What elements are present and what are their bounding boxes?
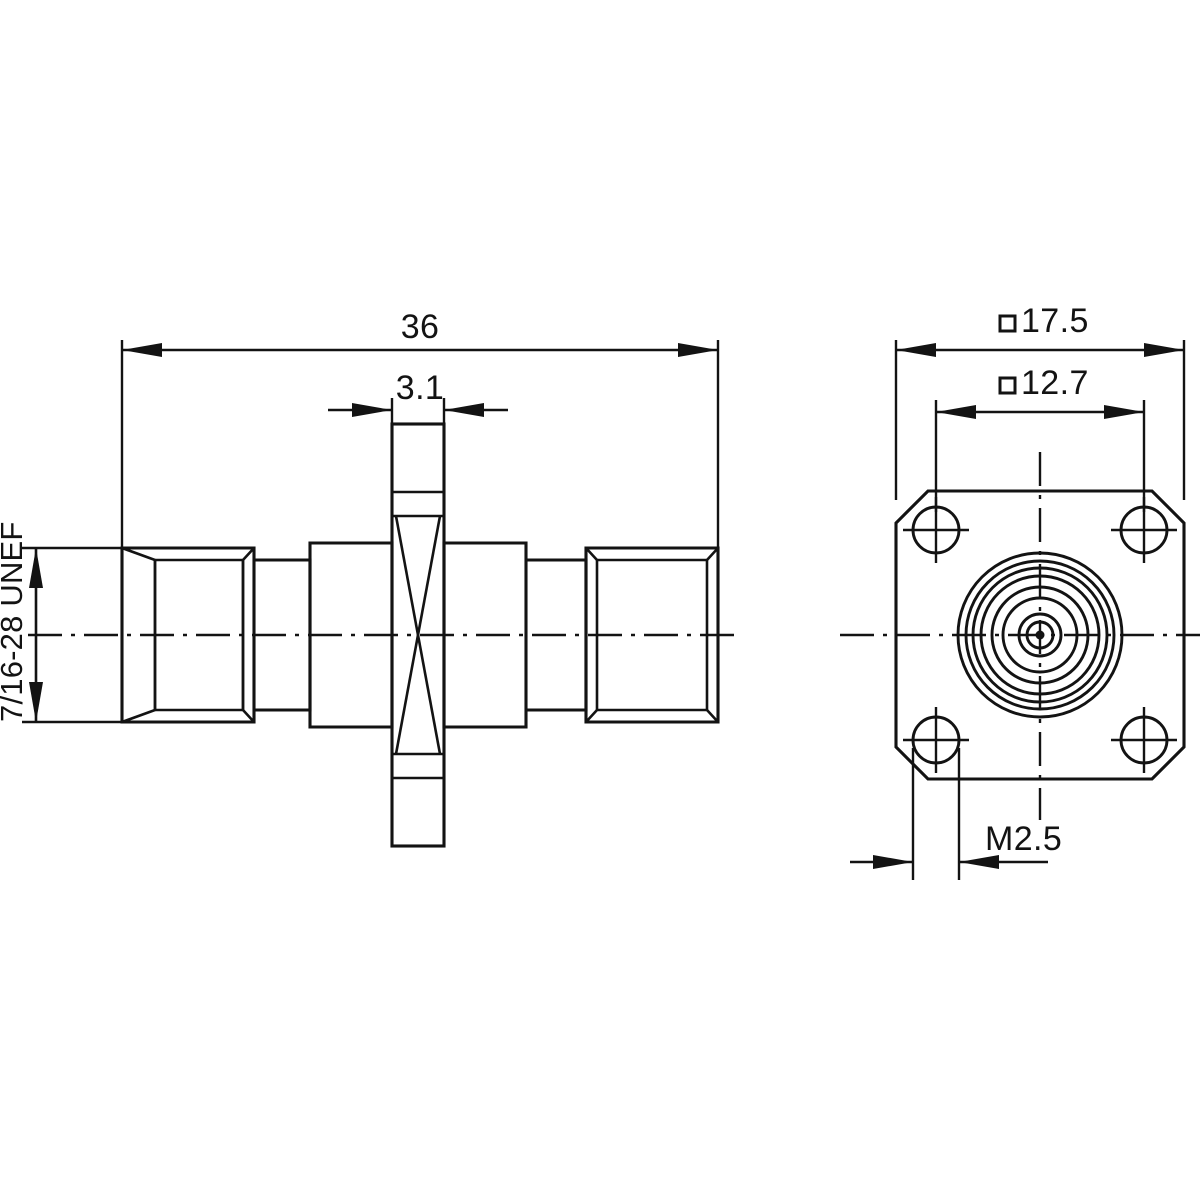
arrow-head-inner-right <box>444 403 484 417</box>
arrow-head-inner-right <box>959 855 999 869</box>
dimension-overall-length: 36 <box>120 308 720 548</box>
arrow-head-right <box>1144 343 1184 357</box>
mounting-hole-bottom-right <box>1111 707 1177 773</box>
arrow-head-bottom <box>29 682 43 722</box>
dimension-flange-thickness-label: 3.1 <box>396 369 444 407</box>
center-flange-plate <box>390 422 446 848</box>
square-symbol-flange-width <box>998 314 1017 333</box>
right-body-section <box>442 541 528 729</box>
flange-outline <box>894 489 1186 781</box>
side-elevation-view: 36 3.1 7/16-28 UNEF <box>0 308 740 848</box>
dimension-hole-spacing-label: 12.7 <box>1021 364 1089 402</box>
dimension-hole-spacing: 12.7 <box>934 364 1146 512</box>
arrow-head-inner-left <box>873 855 913 869</box>
flange-front-view: 17.5 12.7 M2.5 <box>840 302 1200 880</box>
center-pin-dot <box>1035 630 1045 640</box>
arrow-head-left <box>896 343 936 357</box>
dimension-mounting-thread: M2.5 <box>850 748 1062 880</box>
square-symbol-hole-spacing <box>998 376 1017 395</box>
dimension-flange-thickness: 3.1 <box>328 369 508 470</box>
right-threaded-section <box>584 546 720 724</box>
arrow-head-right <box>1104 405 1144 419</box>
dimension-flange-width: 17.5 <box>894 302 1186 500</box>
dimension-overall-length-label: 36 <box>401 308 440 346</box>
dimension-mounting-thread-label: M2.5 <box>985 820 1062 858</box>
left-threaded-section <box>120 546 256 724</box>
coaxial-connector-rings <box>956 551 1124 719</box>
dimension-thread-spec: 7/16-28 UNEF <box>0 521 122 724</box>
arrow-head-right <box>678 343 718 357</box>
dimension-thread-spec-label: 7/16-28 UNEF <box>0 521 29 722</box>
arrow-head-left <box>936 405 976 419</box>
arrow-head-left <box>122 343 162 357</box>
arrow-head-inner-left <box>352 403 392 417</box>
dimension-flange-width-label: 17.5 <box>1021 302 1089 340</box>
mounting-hole-bottom-left <box>903 707 969 773</box>
arrow-head-top <box>29 548 43 588</box>
